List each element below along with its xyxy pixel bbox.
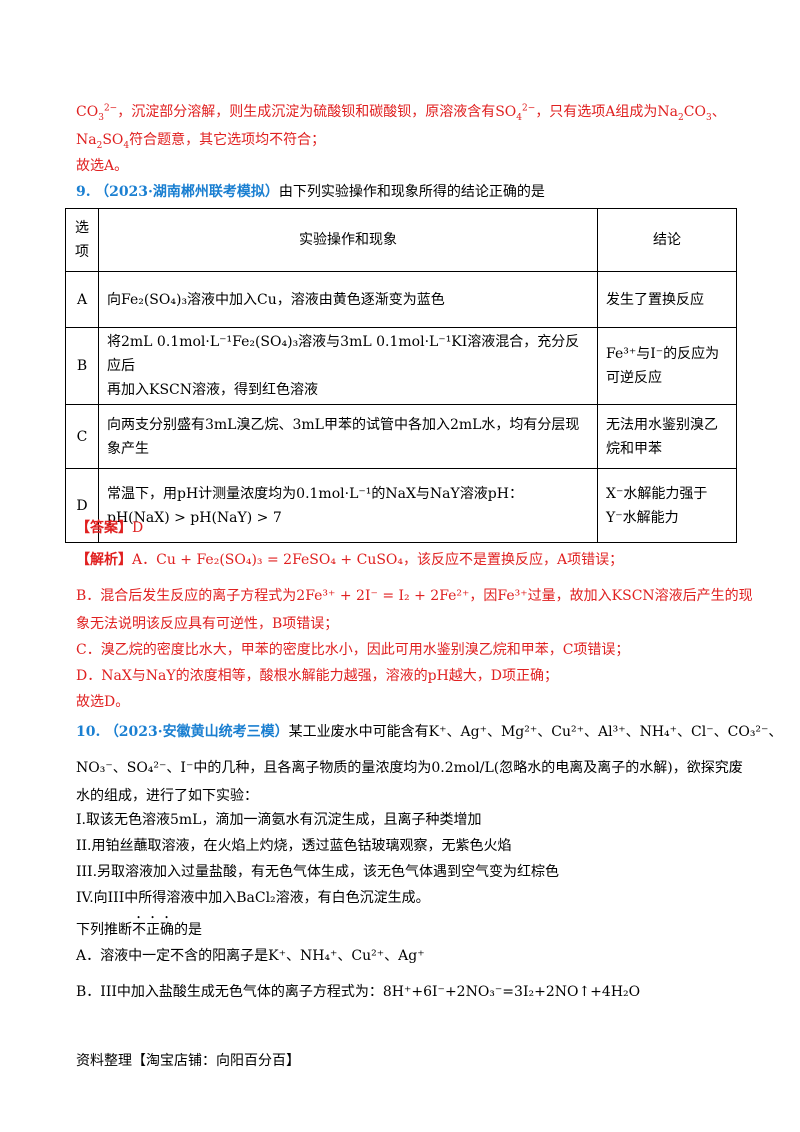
cell-text: 可逆反应: [606, 370, 662, 386]
answer-label: 【答案】: [76, 520, 132, 536]
analysis-line: B．混合后发生反应的离子方程式为2Fe³⁺ + 2I⁻ = I₂ + 2Fe²⁺…: [76, 588, 753, 604]
text: ，只有选项A组成为Na: [535, 104, 679, 120]
table-header-row: 选项 实验操作和现象 结论: [65, 208, 737, 272]
question-text: 某工业废水中可能含有K⁺、Ag⁺、Mg²⁺、Cu²⁺、Al³⁺、NH₄⁺、Cl⁻…: [288, 724, 783, 740]
prompt-text: 的是: [174, 922, 202, 938]
cell-text: Fe³⁺与I⁻的反应为: [606, 346, 720, 362]
intro-line-3: 故选A。: [76, 158, 129, 174]
text: Na: [76, 132, 97, 148]
question-10-stem: 10. （2023·安徽黄山统考三模）某工业废水中可能含有K⁺、Ag⁺、Mg²⁺…: [76, 722, 782, 742]
analysis-line: D．NaX与NaY的浓度相等，酸根水解能力越强，溶液的pH越大，D项正确；: [76, 668, 559, 684]
analysis-line: 故选D。: [76, 694, 130, 710]
sub: 4: [516, 112, 523, 123]
answer-value: D: [132, 520, 144, 536]
sub: 4: [123, 140, 130, 151]
cell-text: Y⁻水解能力: [606, 509, 679, 526]
sub: 2: [678, 112, 684, 123]
conclusion-cell: 发生了置换反应: [597, 271, 737, 328]
cell-text: X⁻水解能力强于: [606, 485, 708, 502]
question-source: （2023·安徽黄山统考三模）: [104, 724, 289, 740]
experiment-step: III.另取溶液加入过量盐酸，有无色气体生成，该无色气体遇到空气变为红棕色: [76, 864, 560, 880]
cell-text: 向Fe₂(SO₄)₃溶液中加入Cu，溶液由黄色逐渐变为蓝色: [107, 291, 445, 308]
question-number: 9.: [76, 184, 91, 200]
sub: 3: [98, 112, 104, 123]
experiment-step: IV.向III中所得溶液中加入BaCl₂溶液，有白色沉淀生成。: [76, 890, 430, 906]
experiment-step: I.取该无色溶液5mL，滴加一滴氨水有沉淀生成，且离子种类增加: [76, 812, 482, 828]
conclusion-cell: Fe³⁺与I⁻的反应为可逆反应: [597, 327, 737, 405]
cell-text: pH(NaX) > pH(NaY) > 7: [107, 509, 282, 526]
table-row: A 向Fe₂(SO₄)₃溶液中加入Cu，溶液由黄色逐渐变为蓝色 发生了置换反应: [65, 271, 737, 328]
header-text: 选: [75, 220, 89, 236]
table-row: D 常温下，用pH计测量浓度均为0.1mol·L⁻¹的NaX与NaY溶液pH： p…: [65, 468, 737, 543]
text: CO: [76, 104, 99, 120]
cell-text: 无法用水鉴别溴乙: [606, 416, 718, 433]
question-number: 10.: [76, 724, 101, 740]
cell-text: 常温下，用pH计测量浓度均为0.1mol·L⁻¹的NaX与NaY溶液pH：: [107, 485, 523, 502]
intro-line-1: CO32−，沉淀部分溶解，则生成沉淀为硫酸钡和碳酸钡，原溶液含有SO42−，只有…: [76, 102, 736, 122]
question-source: （2023·湖南郴州联考模拟）: [95, 184, 279, 200]
text: ，沉淀部分溶解，则生成沉淀为硫酸钡和碳酸钡，原溶液含有SO: [117, 104, 517, 120]
cell-text: 再加入KSCN溶液，得到红色溶液: [107, 382, 319, 398]
option-cell: A: [65, 271, 99, 328]
option-cell: D: [65, 468, 99, 543]
header-cell-option: 选项: [65, 208, 99, 272]
header-cell-conclusion: 结论: [597, 208, 737, 272]
page-footer: 资料整理【淘宝店铺：向阳百分百】: [76, 1053, 300, 1069]
text: 、: [711, 104, 726, 120]
intro-line-2: Na2SO4符合题意，其它选项均不符合；: [76, 130, 736, 150]
table-row: B 将2mL 0.1mol·L⁻¹Fe₂(SO₄)₃溶液与3mL 0.1mol·…: [65, 327, 737, 405]
text: 符合题意，其它选项均不符合；: [129, 132, 326, 148]
cell-text: 向两支分别盛有3mL溴乙烷、3mL甲苯的试管中各加入2mL水，均有分层现: [107, 416, 580, 433]
answer-line: 【答案】D: [76, 518, 736, 538]
question-10-stem-2: NO₃⁻、SO₄²⁻、I⁻中的几种，且各离子物质的量浓度均为0.2mol/L(忽…: [76, 760, 743, 776]
answer-option-b: B．III中加入盐酸生成无色气体的离子方程式为：8H⁺+6I⁻+2NO₃⁻=3I…: [76, 984, 641, 1000]
sub: 2: [96, 140, 103, 151]
cell-text: 象产生: [107, 440, 149, 457]
cell-text: 发生了置换反应: [606, 291, 704, 308]
operation-cell: 向Fe₂(SO₄)₃溶液中加入Cu，溶液由黄色逐渐变为蓝色: [98, 271, 598, 328]
question-text: 由下列实验操作和现象所得的结论正确的是: [278, 184, 545, 200]
operation-cell: 向两支分别盛有3mL溴乙烷、3mL甲苯的试管中各加入2mL水，均有分层现象产生: [98, 404, 598, 469]
option-cell: B: [65, 327, 99, 405]
conclusion-cell: X⁻水解能力强于 Y⁻水解能力: [597, 468, 737, 543]
conclusion-cell: 无法用水鉴别溴乙烷和甲苯: [597, 404, 737, 469]
analysis-line: 象无法说明该反应具有可逆性，B项错误；: [76, 616, 339, 632]
operation-cell: 将2mL 0.1mol·L⁻¹Fe₂(SO₄)₃溶液与3mL 0.1mol·L⁻…: [98, 327, 598, 405]
cell-text: 将2mL 0.1mol·L⁻¹Fe₂(SO₄)₃溶液与3mL 0.1mol·L⁻…: [107, 334, 580, 374]
option-cell: C: [65, 404, 99, 469]
question-10-stem-3: 水的组成，进行了如下实验：: [76, 788, 258, 804]
prompt-text: 下列推断: [76, 922, 132, 938]
analysis-line: C．溴乙烷的密度比水大，甲苯的密度比水小，因此可用水鉴别溴乙烷和甲苯，C项错误；: [76, 642, 630, 658]
header-text: 项: [75, 244, 89, 260]
prompt-emphasis: 不正确: [132, 922, 174, 938]
experiment-table: 选项 实验操作和现象 结论 A 向Fe₂(SO₄)₃溶液中加入Cu，溶液由黄色逐…: [65, 208, 737, 543]
text: CO: [683, 104, 706, 120]
text: SO: [102, 132, 124, 148]
analysis-label: 【解析】: [76, 552, 132, 568]
sup: 2−: [103, 103, 118, 114]
analysis-text: A．Cu + Fe₂(SO₄)₃ = 2FeSO₄ + CuSO₄，该反应不是置…: [132, 552, 624, 568]
answer-option-a: A．溶液中一定不含的阳离子是K⁺、NH₄⁺、Cu²⁺、Ag⁺: [76, 948, 425, 964]
question-9-stem: 9. （2023·湖南郴州联考模拟）由下列实验操作和现象所得的结论正确的是: [76, 182, 736, 202]
sub: 3: [705, 112, 712, 123]
experiment-step: II.用铂丝蘸取溶液，在火焰上灼烧，透过蓝色钴玻璃观察，无紫色火焰: [76, 838, 512, 854]
operation-cell: 常温下，用pH计测量浓度均为0.1mol·L⁻¹的NaX与NaY溶液pH： pH(…: [98, 468, 598, 543]
table-row: C 向两支分别盛有3mL溴乙烷、3mL甲苯的试管中各加入2mL水，均有分层现象产…: [65, 404, 737, 469]
cell-text: 烷和甲苯: [606, 440, 662, 457]
header-cell-operation: 实验操作和现象: [98, 208, 598, 272]
analysis-line: 【解析】A．Cu + Fe₂(SO₄)₃ = 2FeSO₄ + CuSO₄，该反…: [76, 550, 736, 570]
question-prompt: 下列推断不正确的是: [76, 914, 736, 940]
sup: 2−: [522, 103, 536, 114]
